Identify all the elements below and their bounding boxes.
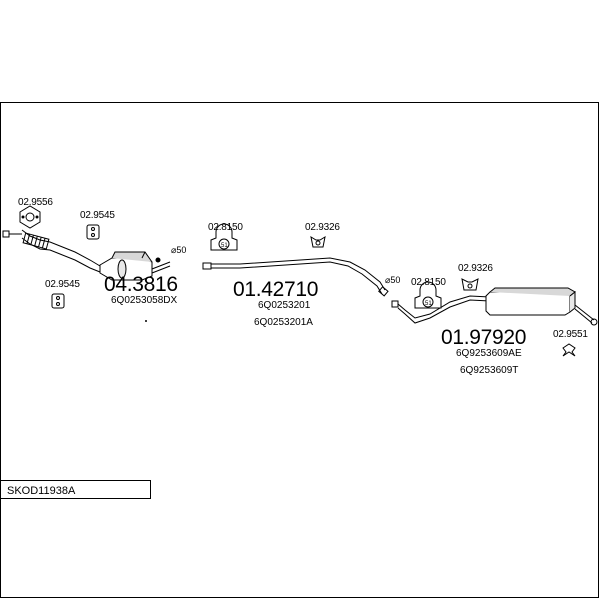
fitting-label-clamp: 02.8150 (208, 222, 243, 233)
clamp-icon: 51 (210, 223, 238, 251)
oem-number: 6Q9253609AE (456, 348, 522, 359)
fitting-label-hanger: 02.9545 (45, 279, 80, 290)
diagram-code-box: SKOD11938A (0, 480, 151, 499)
diagram-code: SKOD11938A (7, 485, 76, 497)
oem-number: 6Q0253201A (254, 317, 313, 328)
front-flex-pipe (21, 229, 101, 273)
oem-number: 6Q9253609T (460, 365, 519, 376)
fitting-label-bracket: 02.9551 (553, 329, 588, 340)
hanger-icon (51, 293, 65, 309)
catalytic-converter (99, 251, 171, 281)
hanger-icon (461, 278, 479, 291)
hanger-icon (86, 224, 100, 240)
diameter-label: ⌀50 (385, 275, 401, 285)
fitting-label-hanger: 02.9545 (80, 210, 115, 221)
bracket-icon (562, 343, 576, 357)
fitting-label-hanger: 02.9326 (305, 222, 340, 233)
clamp-icon: 51 (414, 281, 442, 309)
part-number-middle: 01.42710 (233, 278, 319, 301)
svg-text:51: 51 (425, 301, 432, 307)
middle-pipe (202, 257, 389, 297)
oem-number: 6Q0253058DX (111, 295, 178, 306)
gasket-icon (19, 205, 41, 229)
part-number-rear: 01.97920 (441, 326, 527, 349)
oem-number: 6Q0253201 (258, 300, 311, 311)
marker-dot (145, 320, 147, 322)
diagram-frame (0, 102, 599, 598)
hanger-icon (310, 235, 326, 248)
diameter-label: ⌀50 (171, 245, 187, 255)
fitting-label-clamp: 02.8150 (411, 277, 446, 288)
rear-silencer (391, 287, 598, 326)
part-number-front: 04.3816 (104, 273, 178, 296)
front-pipe-flange (2, 230, 22, 238)
fitting-label-hanger: 02.9326 (458, 263, 493, 274)
fitting-label-gasket: 02.9556 (18, 197, 53, 208)
svg-text:51: 51 (221, 243, 228, 249)
